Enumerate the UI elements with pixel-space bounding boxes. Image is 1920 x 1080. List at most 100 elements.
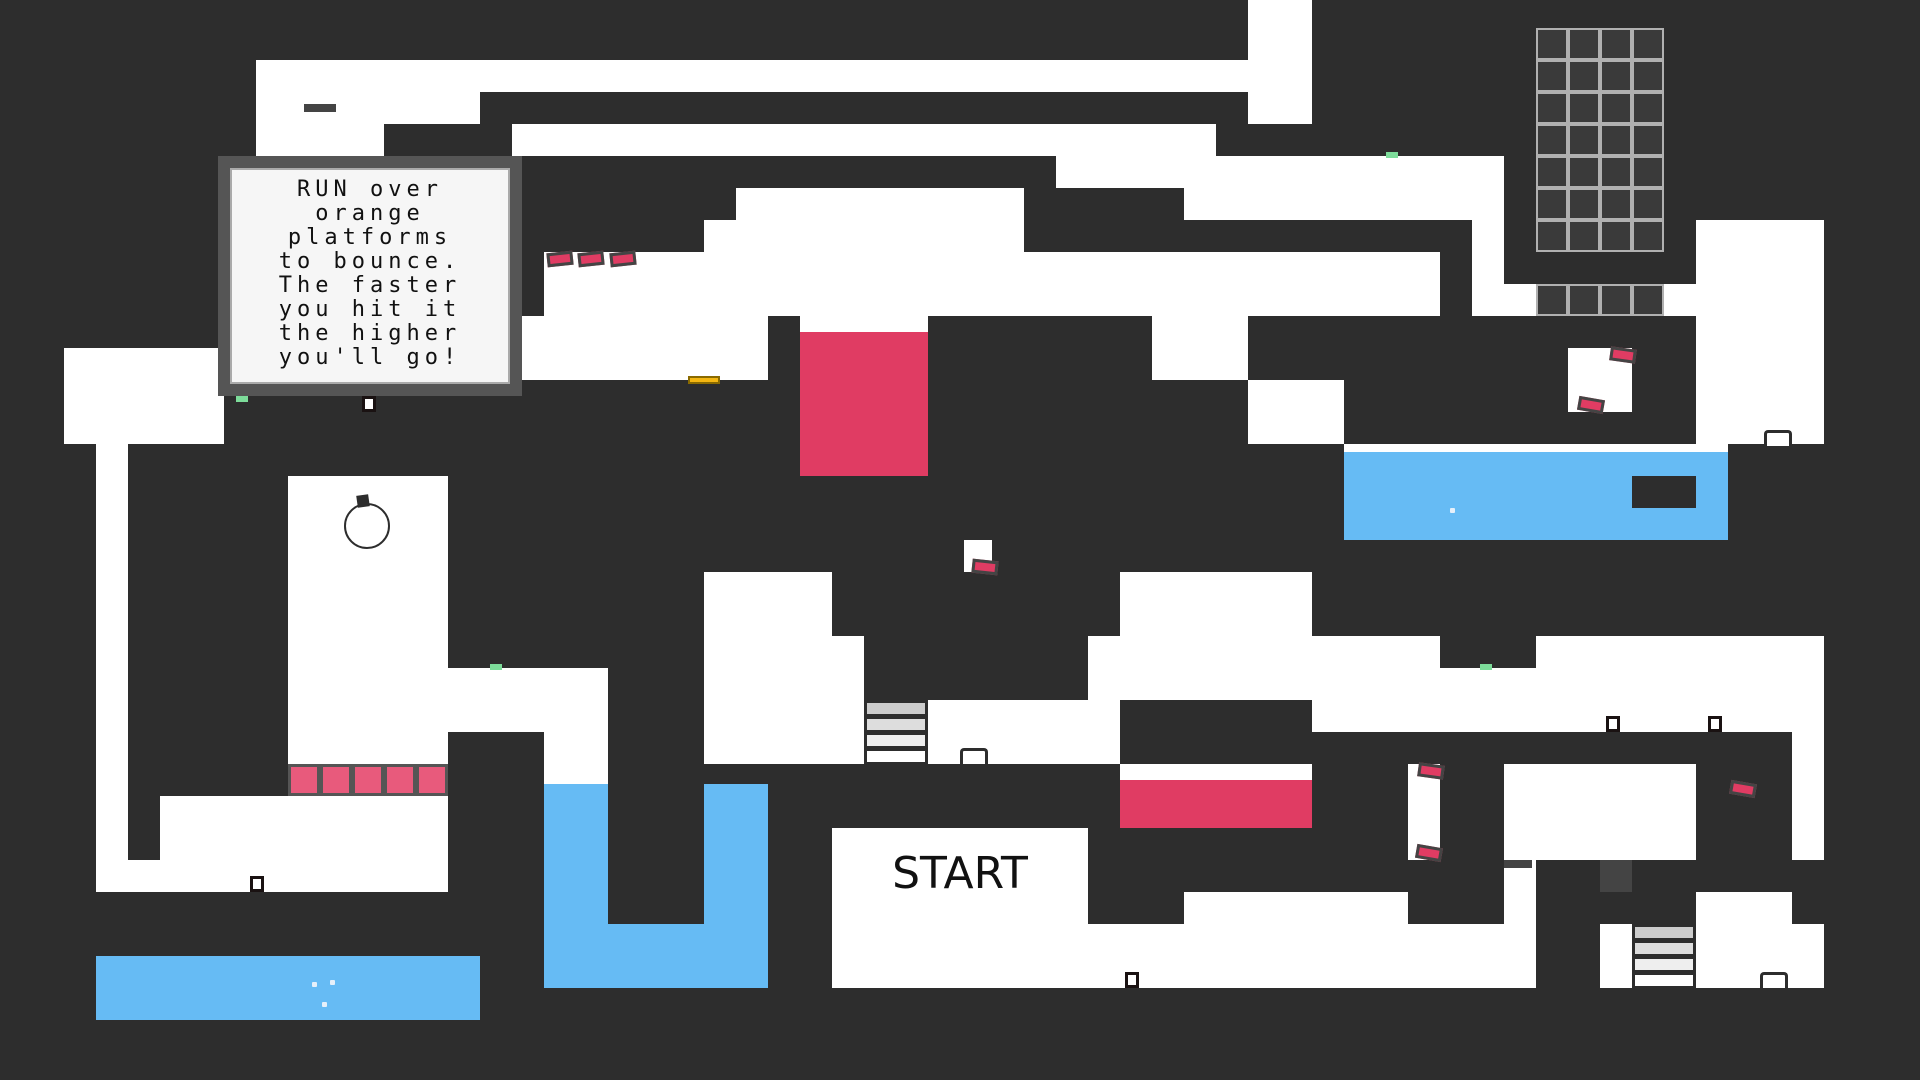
grid-block <box>1632 92 1664 124</box>
spike-block <box>609 250 637 268</box>
grid-block <box>1632 220 1664 252</box>
floor-tile <box>448 668 608 732</box>
wall-block <box>1632 476 1696 508</box>
floor-tile <box>1344 444 1728 452</box>
checkpoint-marker <box>1480 664 1492 670</box>
floor-tile <box>928 700 1120 764</box>
stair-step <box>864 748 928 765</box>
grid-block <box>1600 188 1632 220</box>
grid-block <box>1600 92 1632 124</box>
floor-tile <box>256 60 1248 92</box>
grid-block <box>1632 156 1664 188</box>
grid-block <box>1568 284 1600 316</box>
grid-block <box>1632 124 1664 156</box>
floor-tile <box>1792 924 1824 988</box>
wall-block <box>1440 636 1536 668</box>
grid-block <box>1568 188 1600 220</box>
floor-tile <box>704 572 832 636</box>
water-bubble <box>330 980 335 985</box>
grid-block <box>1568 60 1600 92</box>
water-bubble <box>1450 508 1455 513</box>
tutorial-sign-text: RUN over orange platforms to bounce. The… <box>230 168 510 384</box>
wall-block <box>608 572 704 924</box>
grid-block <box>1632 28 1664 60</box>
water-pool <box>96 956 480 1020</box>
player-hat-icon <box>356 494 370 508</box>
spike-block <box>971 558 999 576</box>
grid-block <box>1536 92 1568 124</box>
floor-tile <box>1184 892 1408 924</box>
stair-step <box>1632 956 1696 973</box>
floor-tile <box>704 220 1024 252</box>
grid-block <box>1568 92 1600 124</box>
hazard-block <box>320 764 352 796</box>
grid-block <box>1632 188 1664 220</box>
floor-tile <box>736 188 1024 220</box>
floor-tile <box>1152 316 1248 380</box>
spike-block <box>546 250 574 268</box>
crate-icon <box>1125 972 1139 988</box>
floor-tile <box>1120 764 1312 780</box>
lava-pool <box>1120 780 1312 828</box>
stair-step <box>1632 972 1696 989</box>
hazard-block <box>384 764 416 796</box>
stair-step <box>864 716 928 733</box>
floor-tile <box>832 828 1088 988</box>
grid-block <box>1600 220 1632 252</box>
floor-tile <box>1664 284 1696 316</box>
stair-step <box>1632 924 1696 941</box>
door-icon <box>1760 972 1788 988</box>
stair-step <box>1632 940 1696 957</box>
grid-block <box>1600 124 1632 156</box>
grid-block <box>1536 60 1568 92</box>
switch-bar <box>1504 860 1532 868</box>
switch-bar <box>1600 860 1632 892</box>
spike-block <box>577 250 605 268</box>
floor-tile <box>800 316 928 332</box>
floor-tile <box>544 732 608 784</box>
grid-block <box>1600 28 1632 60</box>
switch-bar <box>304 104 336 112</box>
crate-icon <box>250 876 264 892</box>
crate-icon <box>362 396 376 412</box>
tutorial-sign: RUN over orange platforms to bounce. The… <box>218 156 522 396</box>
floor-tile <box>1184 188 1472 220</box>
hazard-block <box>416 764 448 796</box>
floor-tile <box>1504 764 1696 860</box>
floor-tile <box>160 796 448 860</box>
stair-step <box>864 732 928 749</box>
checkpoint-marker <box>490 664 502 670</box>
hazard-block <box>288 764 320 796</box>
water-bubble <box>312 982 317 987</box>
grid-block <box>1536 220 1568 252</box>
checkpoint-marker <box>236 396 248 402</box>
floor-tile <box>1088 636 1312 700</box>
floor-tile <box>1408 764 1440 860</box>
water-bubble <box>322 1002 327 1007</box>
floor-tile <box>1088 924 1536 988</box>
floor-tile <box>1312 636 1824 732</box>
bounce-pad <box>688 376 720 384</box>
floor-tile <box>544 252 1440 316</box>
grid-block <box>1536 156 1568 188</box>
door-icon <box>960 748 988 764</box>
floor-tile <box>1252 92 1308 124</box>
grid-block <box>1632 60 1664 92</box>
grid-block <box>1600 156 1632 188</box>
floor-tile <box>1120 572 1312 636</box>
door-icon <box>1764 430 1792 446</box>
crate-icon <box>1606 716 1620 732</box>
grid-block <box>1536 124 1568 156</box>
hazard-block <box>352 764 384 796</box>
start-label: START <box>892 847 1028 899</box>
floor-tile <box>704 636 864 764</box>
floor-tile <box>1696 220 1824 444</box>
floor-tile <box>1056 156 1504 188</box>
player-character-icon <box>344 503 390 549</box>
floor-tile <box>512 124 1216 156</box>
floor-tile <box>256 124 384 156</box>
grid-block <box>1536 284 1568 316</box>
lava-pool <box>800 332 928 476</box>
floor-tile <box>1792 732 1824 860</box>
